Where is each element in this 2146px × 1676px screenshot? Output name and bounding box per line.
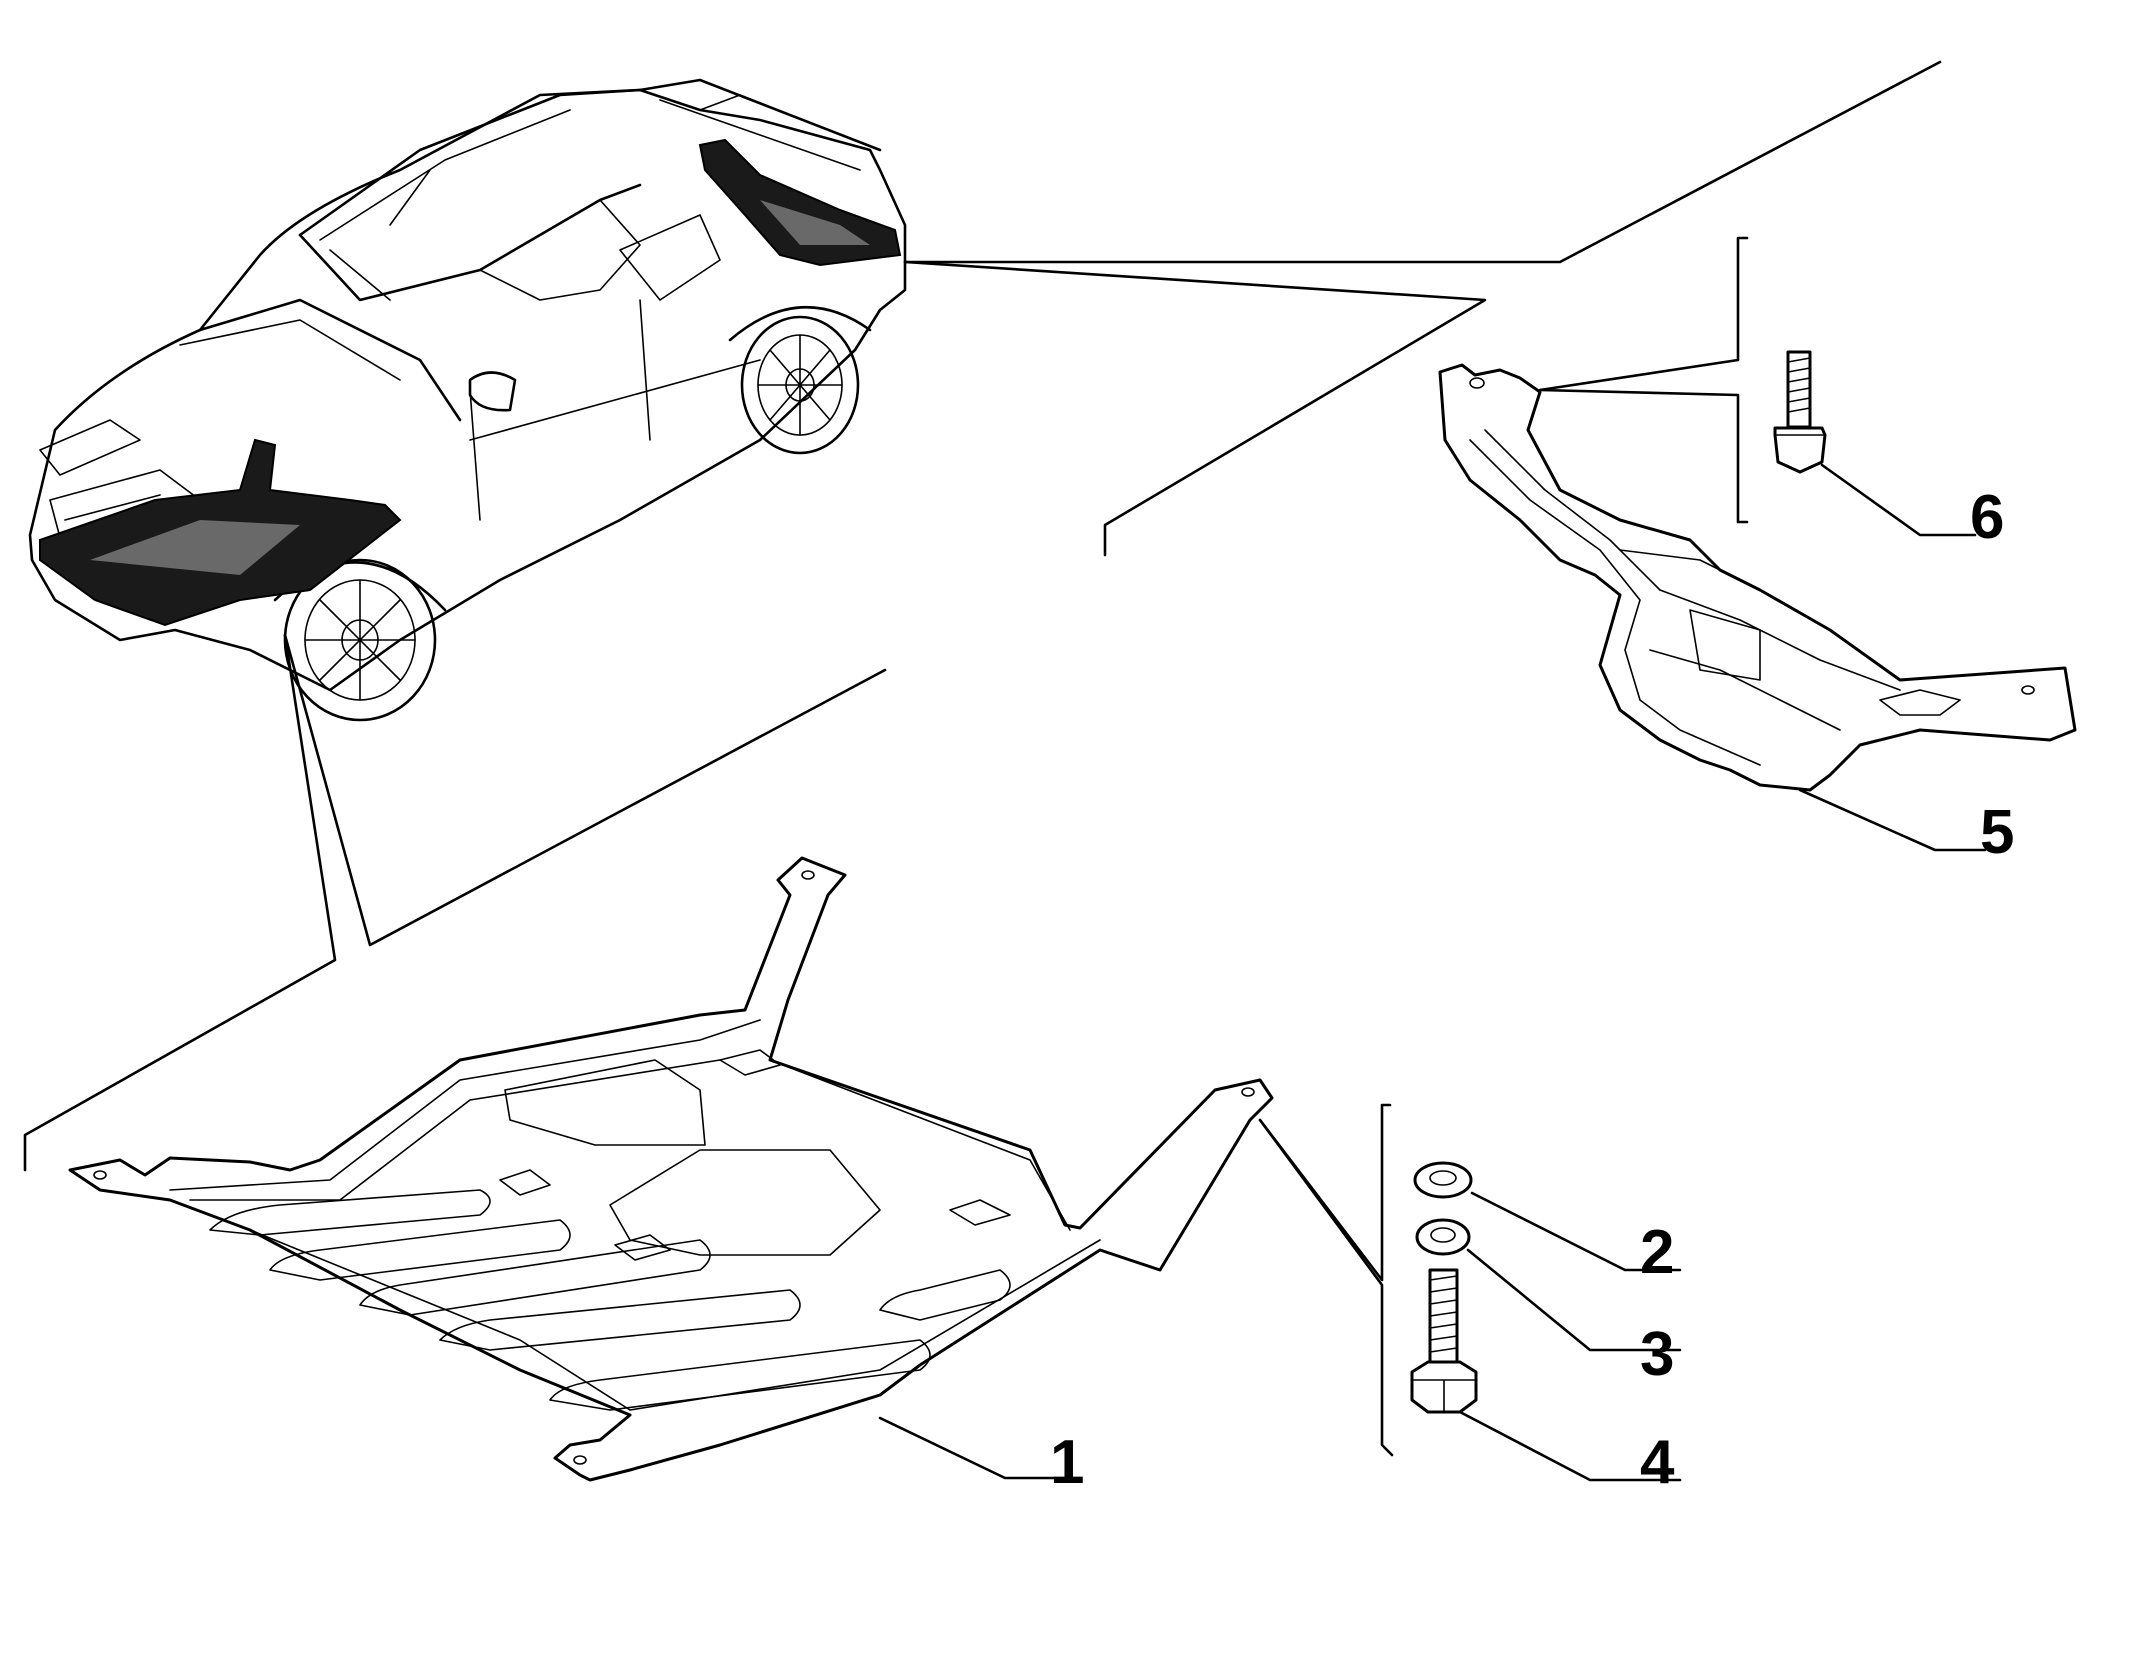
callout-3: 3 <box>1640 1320 1674 1389</box>
part-4-hex-bolt <box>1410 1268 1478 1414</box>
rear-skid-plate-highlight <box>698 138 902 267</box>
callout-4: 4 <box>1640 1428 1675 1497</box>
part-6-bolt <box>1773 350 1827 474</box>
callout-5: 5 <box>1980 798 2014 867</box>
callout-1: 1 <box>1050 1428 1084 1497</box>
front-skid-plate-highlight <box>39 438 402 627</box>
part-3-spring-washer <box>1415 1218 1471 1256</box>
callout-6: 6 <box>1970 483 2004 552</box>
part-1-front-skid-plate <box>68 856 1274 1482</box>
vehicle-overview-illustration <box>28 78 907 722</box>
callout-labels: 1 2 3 4 5 6 <box>1050 483 2014 1497</box>
callout-leaders <box>878 463 1987 1482</box>
leader-lines <box>23 60 1942 1457</box>
callout-2: 2 <box>1640 1218 1674 1287</box>
part-2-washer <box>1413 1161 1473 1199</box>
part-5-rear-skid-plate <box>1438 363 2077 792</box>
